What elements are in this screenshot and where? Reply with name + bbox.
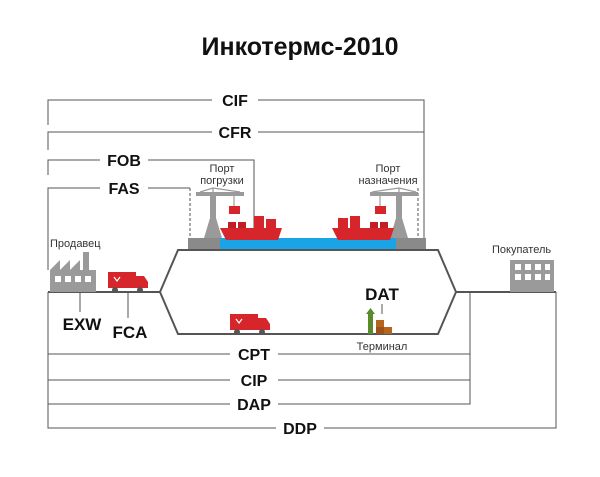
term-cif: CIF	[47, 93, 425, 243]
factory-icon	[50, 252, 96, 292]
term-fob-label: FOB	[107, 153, 141, 170]
water	[220, 238, 396, 249]
term-ddp: DDP	[47, 292, 557, 438]
term-dap-label: DAP	[237, 397, 271, 414]
port-loading-label-2: погрузки	[200, 175, 244, 187]
term-fas: FAS	[47, 181, 191, 270]
buyer-label: Покупатель	[492, 244, 551, 256]
route-main	[48, 249, 458, 335]
term-cfr: CFR	[47, 125, 424, 150]
crane-icon	[196, 187, 244, 238]
term-cfr-label: CFR	[219, 125, 252, 142]
term-fob: FOB	[47, 153, 255, 228]
warehouse-icon	[366, 308, 392, 334]
loading-pier	[188, 238, 220, 249]
term-ddp-label: DDP	[283, 421, 317, 438]
term-cif-label: CIF	[222, 93, 248, 110]
term-fca-label: FCA	[113, 323, 148, 342]
diagram-title: Инкотермс-2010	[202, 33, 399, 61]
port-dest-label-1: Порт	[376, 163, 401, 175]
destination-pier	[396, 238, 426, 249]
port-loading-label-1: Порт	[210, 163, 235, 175]
term-exw-label: EXW	[63, 315, 103, 334]
term-cip-label: CIP	[241, 373, 268, 390]
port-dest-label-2: назначения	[358, 175, 417, 187]
crane-icon	[370, 187, 418, 238]
seller-label: Продавец	[50, 238, 101, 250]
building-icon	[510, 260, 554, 292]
ship-icon	[332, 216, 394, 240]
term-fas-label: FAS	[108, 181, 139, 198]
truck-icon	[230, 314, 270, 335]
ship-icon	[220, 216, 282, 240]
term-dat-label: DAT	[365, 285, 399, 304]
term-cpt-label: CPT	[238, 347, 270, 364]
terminal-label: Терминал	[357, 341, 408, 353]
truck-icon	[108, 272, 148, 293]
